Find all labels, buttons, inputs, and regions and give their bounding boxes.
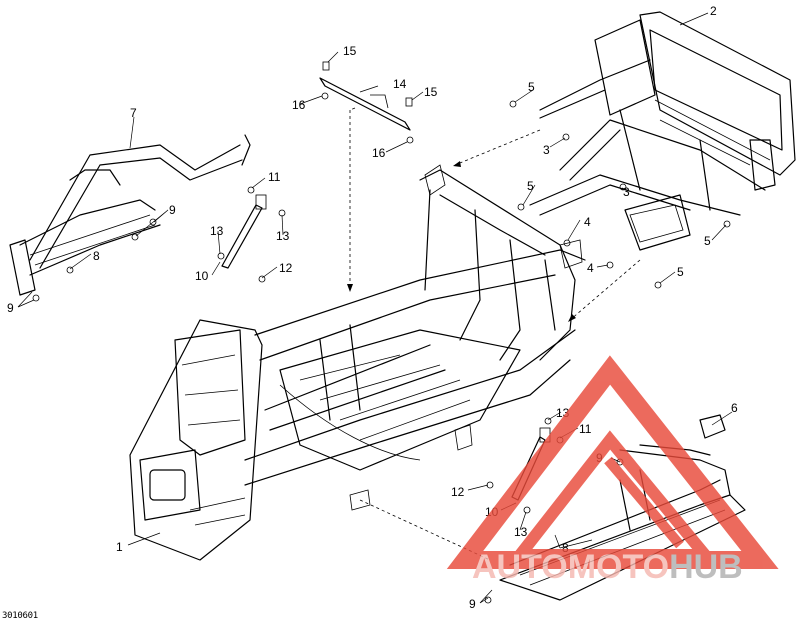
rear-subframe [529,11,796,251]
callout-8a: 8 [93,249,100,263]
watermark-text-part2: HUB [669,548,743,586]
watermark: AUTOMOTOHUB [446,355,779,586]
callout-3b: 3 [623,185,630,199]
footrest-left [9,134,251,296]
callout-5b: 5 [527,179,534,193]
callout-9b: 9 [7,301,14,315]
assembly-leaders [347,107,641,561]
callout-9a: 9 [169,203,176,217]
watermark-triangle-inner [507,430,718,561]
callout-leaders [17,12,733,604]
callout-12a: 12 [279,261,293,275]
callout-13d: 13 [514,525,528,539]
drawing-code: 3010601 [2,611,38,621]
watermark-triangle-mid [604,456,684,549]
watermark-text: AUTOMOTOHUB [472,548,743,586]
brace-rods [221,77,551,501]
callout-3a: 3 [543,143,550,157]
callout-4b: 4 [587,261,594,275]
fasteners [32,61,731,604]
callout-16a: 16 [292,98,306,112]
callout-12b: 12 [451,485,465,499]
callout-2: 2 [710,4,717,18]
watermark-text-part1: AUTOMOTO [472,548,669,586]
callout-8b: 8 [562,541,569,555]
callout-labels: 1 2 3 3 4 4 5 5 5 5 6 7 8 8 9 9 9 9 10 1… [7,4,738,611]
callout-4a: 4 [584,215,591,229]
callout-15b: 15 [424,85,438,99]
callout-11b: 11 [579,422,592,436]
callout-10a: 10 [195,269,209,283]
callout-5c: 5 [704,234,711,248]
main-frame [129,164,586,561]
callout-14: 14 [393,77,407,91]
callout-5d: 5 [677,265,684,279]
callout-7: 7 [130,106,137,120]
callout-9d: 9 [469,597,476,611]
callout-13b: 13 [276,229,290,243]
callout-5a: 5 [528,80,535,94]
watermark-triangles [446,355,779,569]
callout-16b: 16 [372,146,386,160]
callout-1: 1 [116,540,123,554]
callout-15a: 15 [343,44,357,58]
callout-11a: 11 [268,170,281,184]
callout-13a: 13 [210,224,224,238]
callout-6: 6 [731,401,738,415]
